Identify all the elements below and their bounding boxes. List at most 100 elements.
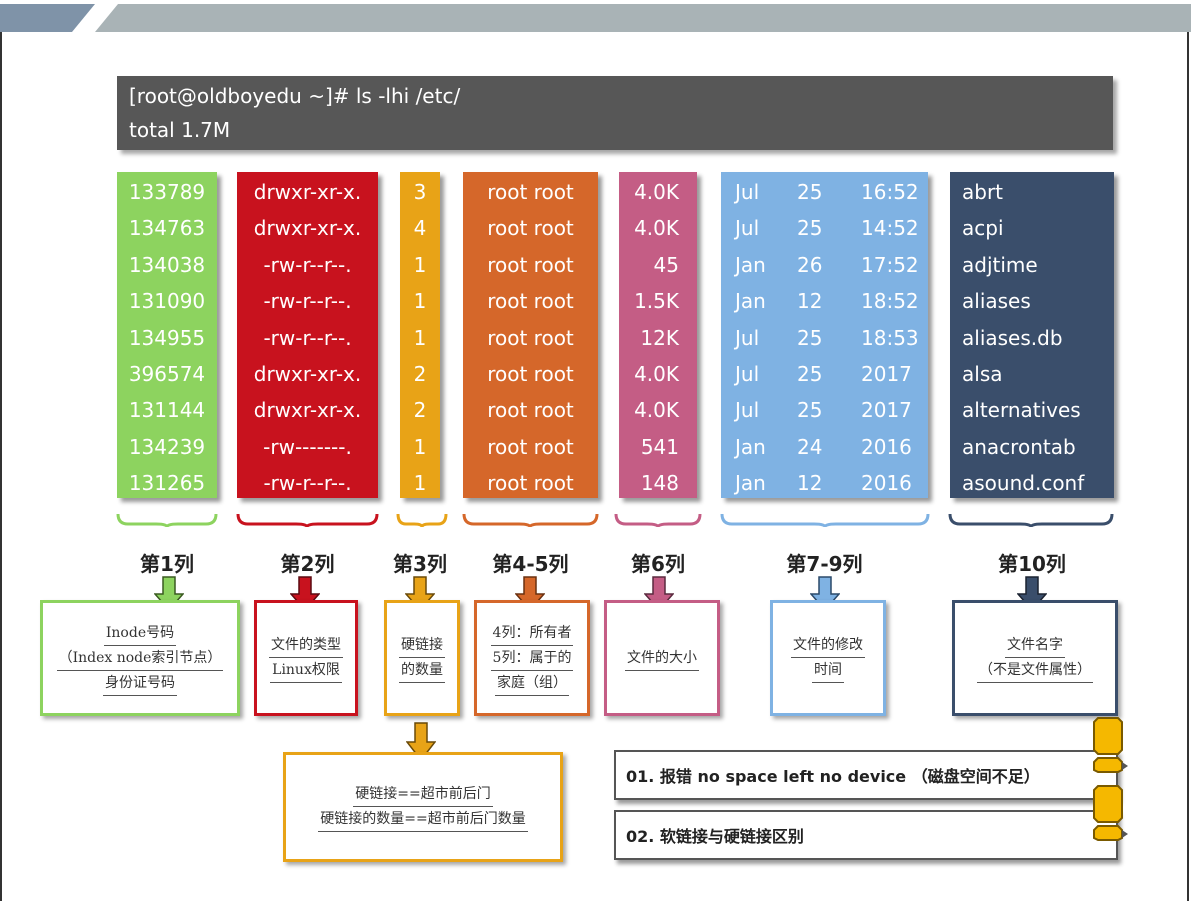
permission-cell: -rw-r--r--.: [263, 289, 352, 314]
link-count-cell: 4: [413, 216, 427, 241]
label-column-2: 第2列: [280, 552, 335, 576]
date-time: 2016: [861, 434, 912, 459]
description-line: Linux权限: [270, 658, 342, 683]
date-time: 2017: [861, 362, 912, 386]
label-column-3: 第3列: [393, 552, 447, 576]
description-line: 文件名字: [1005, 633, 1065, 658]
link-count-cell: 1: [413, 434, 427, 459]
note-marker-icon: [1093, 785, 1128, 841]
date-day: 25: [797, 398, 823, 423]
inode-cell: 134955: [128, 325, 206, 350]
link-count-cell: 1: [413, 252, 427, 277]
brace-c1: [116, 513, 218, 528]
description-box-mtime: 文件的修改时间: [770, 600, 886, 716]
date-time: 14:52: [861, 216, 919, 241]
date-month: Jul: [735, 325, 760, 350]
date-day: 24: [797, 434, 823, 459]
permission-column: drwxr-xr-x. drwxr-xr-x. -rw-r--r--. -rw-r--…: [237, 172, 378, 498]
filename-cell: abrt: [962, 180, 1004, 204]
note-text-1: 01. 报错 no space left no device （磁盘空间不足）: [626, 767, 1040, 786]
owner-group-cell: root root: [487, 289, 574, 314]
brace-c79: [720, 513, 930, 528]
inode-cell: 131144: [128, 398, 206, 423]
description-line: （Index node索引节点）: [56, 646, 224, 671]
date-time: 16:52: [861, 180, 919, 204]
date-day: 26: [797, 252, 823, 277]
link-count-cell: 3: [413, 180, 427, 204]
terminal-header: [root@oldboyedu ~]# ls -lhi /etc/ total …: [117, 76, 1113, 150]
note-item-2: 02. 软链接与硬链接区别: [614, 810, 1118, 860]
size-cell: 4.0K: [634, 362, 679, 386]
terminal-total: total 1.7M: [129, 118, 231, 142]
hardlink-analogy-box: 硬链接==超市前后门硬链接的数量==超市前后门数量: [283, 752, 563, 862]
description-line: （不是文件属性）: [977, 658, 1093, 683]
arrow-down-icon: [406, 722, 436, 762]
owner-group-cell: root root: [487, 180, 574, 204]
date-cell: Jan 24 2016: [721, 429, 928, 465]
size-cell: 541: [640, 434, 679, 459]
size-cell: 4.0K: [634, 398, 679, 423]
filename-cell: anacrontab: [962, 434, 1076, 459]
filename-cell: alsa: [962, 362, 1003, 386]
inode-cell: 133789: [128, 180, 206, 204]
description-line: 时间: [812, 658, 844, 683]
permission-cell: drwxr-xr-x.: [253, 216, 362, 241]
owner-group-cell: root root: [487, 325, 574, 350]
filename-cell: acpi: [962, 216, 1004, 241]
description-line: 硬链接的数量==超市前后门数量: [318, 807, 528, 832]
permission-cell: drwxr-xr-x.: [253, 362, 362, 386]
page-border-right: [1187, 32, 1189, 901]
link-count-cell: 1: [413, 325, 427, 350]
permission-cell: -rw-------.: [263, 434, 352, 459]
note-item-1: 01. 报错 no space left no device （磁盘空间不足）: [614, 750, 1118, 800]
date-day: 25: [797, 325, 823, 350]
date-time: 2016: [861, 471, 912, 496]
owner-group-column: root root root root root root root root root…: [463, 172, 598, 498]
description-line: 硬链接==超市前后门: [353, 782, 493, 807]
date-time: 17:52: [861, 252, 919, 277]
owner-group-cell: root root: [487, 216, 574, 241]
date-month: Jan: [735, 289, 766, 314]
label-column-7-9: 第7-9列: [786, 552, 863, 576]
link-count-cell: 2: [413, 398, 427, 423]
link-count-cell: 2: [413, 362, 427, 386]
owner-group-cell: root root: [487, 471, 574, 496]
date-month: Jan: [735, 471, 766, 496]
date-cell: Jan 12 18:52: [721, 283, 928, 319]
date-month: Jul: [735, 362, 760, 386]
description-box-filename: 文件名字（不是文件属性）: [952, 600, 1118, 716]
brace-c10: [948, 513, 1114, 528]
description-line: Inode号码: [103, 621, 177, 646]
description-line: 身份证号码: [103, 671, 177, 696]
size-cell: 4.0K: [634, 180, 679, 204]
description-line: 4列：所有者: [490, 621, 574, 646]
date-day: 12: [797, 289, 823, 314]
inode-cell: 396574: [128, 362, 206, 386]
date-day: 25: [797, 362, 823, 386]
filename-cell: aliases.db: [962, 325, 1063, 350]
owner-group-cell: root root: [487, 252, 574, 277]
size-cell: 45: [653, 252, 679, 277]
inode-cell: 131090: [128, 289, 206, 314]
date-time: 18:52: [861, 289, 919, 314]
size-cell: 12K: [640, 325, 679, 350]
filename-cell: alternatives: [962, 398, 1081, 423]
date-time: 2017: [861, 398, 912, 423]
date-month: Jan: [735, 434, 766, 459]
label-column-1: 第1列: [140, 552, 194, 576]
permission-cell: drwxr-xr-x.: [253, 180, 362, 204]
description-line: 文件的修改: [791, 633, 865, 658]
link-count-cell: 1: [413, 289, 427, 314]
permission-cell: -rw-r--r--.: [263, 471, 352, 496]
inode-cell: 134239: [128, 434, 206, 459]
